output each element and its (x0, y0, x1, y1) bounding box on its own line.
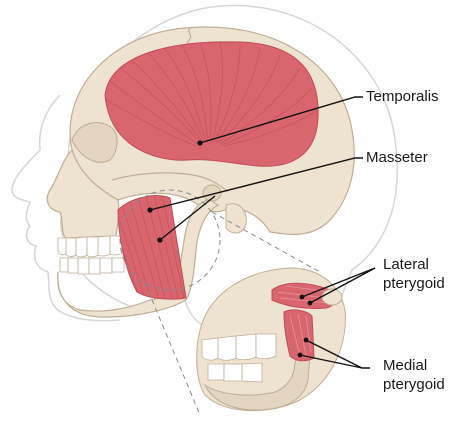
label-lateral-pterygoid-line1: Lateral (383, 256, 429, 273)
label-masseter: Masseter (366, 149, 428, 166)
upper-teeth (58, 236, 122, 257)
label-temporalis: Temporalis (366, 88, 439, 105)
lower-teeth (60, 258, 124, 274)
label-lateral-pterygoid-line2: pterygoid (383, 275, 445, 292)
label-medial-pterygoid-line1: Medial (383, 357, 427, 374)
masseter-muscle (115, 190, 190, 305)
zoom-inset (197, 268, 346, 411)
inset-lower-teeth (208, 363, 262, 382)
label-medial-pterygoid-line2: pterygoid (383, 376, 445, 393)
